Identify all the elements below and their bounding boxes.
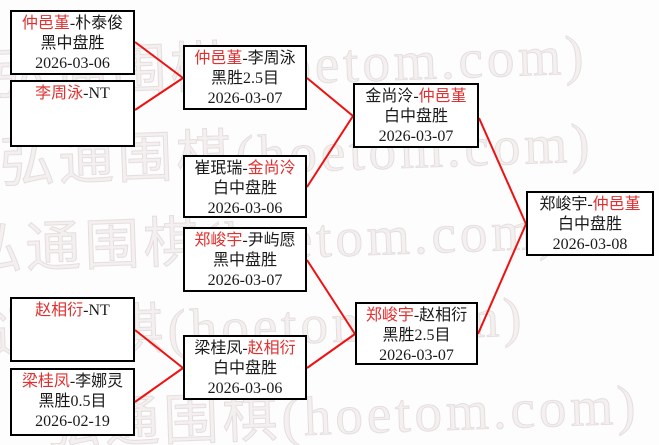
match-date: 2026-03-06 (207, 200, 283, 217)
match-date: 2026-03-06 (207, 380, 283, 397)
connector-line (306, 333, 356, 369)
player-name: -NT (83, 302, 110, 319)
player-name: -尹屿愿 (242, 232, 296, 249)
match-players: 梁桂凤-赵相衍 (185, 339, 305, 359)
match-date: 2026-02-19 (35, 413, 110, 430)
match-players: 李周泳-NT (12, 84, 133, 104)
winner-name: 仲邑堇 (194, 50, 243, 67)
match-players: 赵相衍-NT (12, 301, 133, 321)
match-box-r1-3: 赵相衍-NT (10, 297, 135, 362)
match-box-sf-2: 郑峻宇-赵相衍 黑胜2.5目 2026-03-07 (355, 302, 478, 365)
match-result: 黑胜2.5目 (210, 70, 279, 87)
connector-line (477, 223, 527, 335)
match-players: 郑峻宇-仲邑堇 (528, 195, 652, 215)
match-result: 黑中盘胜 (40, 35, 105, 52)
match-box-r2-4: 梁桂凤-赵相衍 白中盘胜 2026-03-06 (183, 335, 307, 400)
match-date: 2026-03-06 (35, 55, 110, 72)
match-players: 郑峻宇-赵相衍 (357, 306, 476, 326)
winner-name: 仲邑堇 (592, 196, 641, 213)
match-result: 白中盘胜 (383, 108, 448, 125)
match-result: 黑胜0.5目 (38, 393, 107, 410)
match-result: 白中盘胜 (557, 216, 622, 233)
match-result: 白中盘胜 (212, 360, 277, 377)
winner-name: 李周泳 (35, 85, 84, 102)
player-name: -李周泳 (242, 50, 296, 67)
match-date (12, 341, 133, 361)
match-date: 2026-03-07 (379, 347, 454, 364)
player-name: -赵相衍 (413, 307, 468, 324)
player-name: 梁桂凤- (194, 340, 248, 357)
connector-line (134, 367, 184, 403)
player-name: -李娜灵 (69, 373, 124, 390)
match-date: 2026-03-07 (207, 90, 283, 107)
match-box-final: 郑峻宇-仲邑堇 白中盘胜 2026-03-08 (526, 191, 654, 256)
match-players: 郑峻宇-尹屿愿 (185, 231, 305, 251)
winner-name: 仲邑堇 (418, 88, 467, 105)
match-players: 崔珉瑞-金尚泠 (185, 159, 305, 179)
winner-name: 郑峻宇 (194, 232, 243, 249)
match-players: 金尚泠-仲邑堇 (355, 87, 477, 107)
winner-name: 赵相衍 (247, 340, 296, 357)
connector-line (306, 259, 356, 335)
match-box-r2-1: 仲邑堇-李周泳 黑胜2.5目 2026-03-07 (183, 45, 307, 110)
player-name: 郑峻宇- (539, 196, 593, 213)
match-date: 2026-03-08 (552, 236, 628, 253)
player-name: 崔珉瑞- (194, 160, 248, 177)
player-name: 金尚泠- (365, 88, 419, 105)
match-result: 黑中盘胜 (212, 252, 277, 269)
connector-line (134, 77, 184, 111)
winner-name: 郑峻宇 (365, 307, 414, 324)
winner-name: 梁桂凤 (21, 373, 70, 390)
player-name: -NT (83, 85, 110, 102)
match-date (12, 124, 133, 144)
match-box-r1-4: 梁桂凤-李娜灵 黑胜0.5目 2026-02-19 (10, 368, 135, 436)
match-result (12, 321, 133, 341)
connector-line (134, 41, 184, 79)
winner-name: 赵相衍 (35, 302, 84, 319)
match-date: 2026-03-07 (378, 128, 454, 145)
match-box-r1-2: 李周泳-NT (10, 80, 135, 147)
match-date: 2026-03-07 (207, 272, 283, 289)
match-result: 黑胜2.5目 (382, 327, 451, 344)
winner-name: 仲邑堇 (21, 15, 70, 32)
connector-line (478, 117, 527, 225)
match-box-r1-1: 仲邑堇-朴泰俊 黑中盘胜 2026-03-06 (10, 10, 135, 75)
connector-line (306, 77, 354, 117)
match-result (12, 104, 133, 124)
match-box-sf-1: 金尚泠-仲邑堇 白中盘胜 2026-03-07 (353, 83, 479, 148)
winner-name: 金尚泠 (247, 160, 296, 177)
connector-line (306, 115, 354, 188)
match-players: 仲邑堇-李周泳 (185, 49, 305, 69)
match-result: 白中盘胜 (212, 180, 277, 197)
match-box-r2-3: 郑峻宇-尹屿愿 黑中盘胜 2026-03-07 (183, 227, 307, 292)
match-box-r2-2: 崔珉瑞-金尚泠 白中盘胜 2026-03-06 (183, 155, 307, 218)
match-players: 仲邑堇-朴泰俊 (12, 14, 133, 34)
player-name: -朴泰俊 (69, 15, 124, 32)
connector-line (134, 329, 184, 369)
match-players: 梁桂凤-李娜灵 (12, 372, 133, 392)
